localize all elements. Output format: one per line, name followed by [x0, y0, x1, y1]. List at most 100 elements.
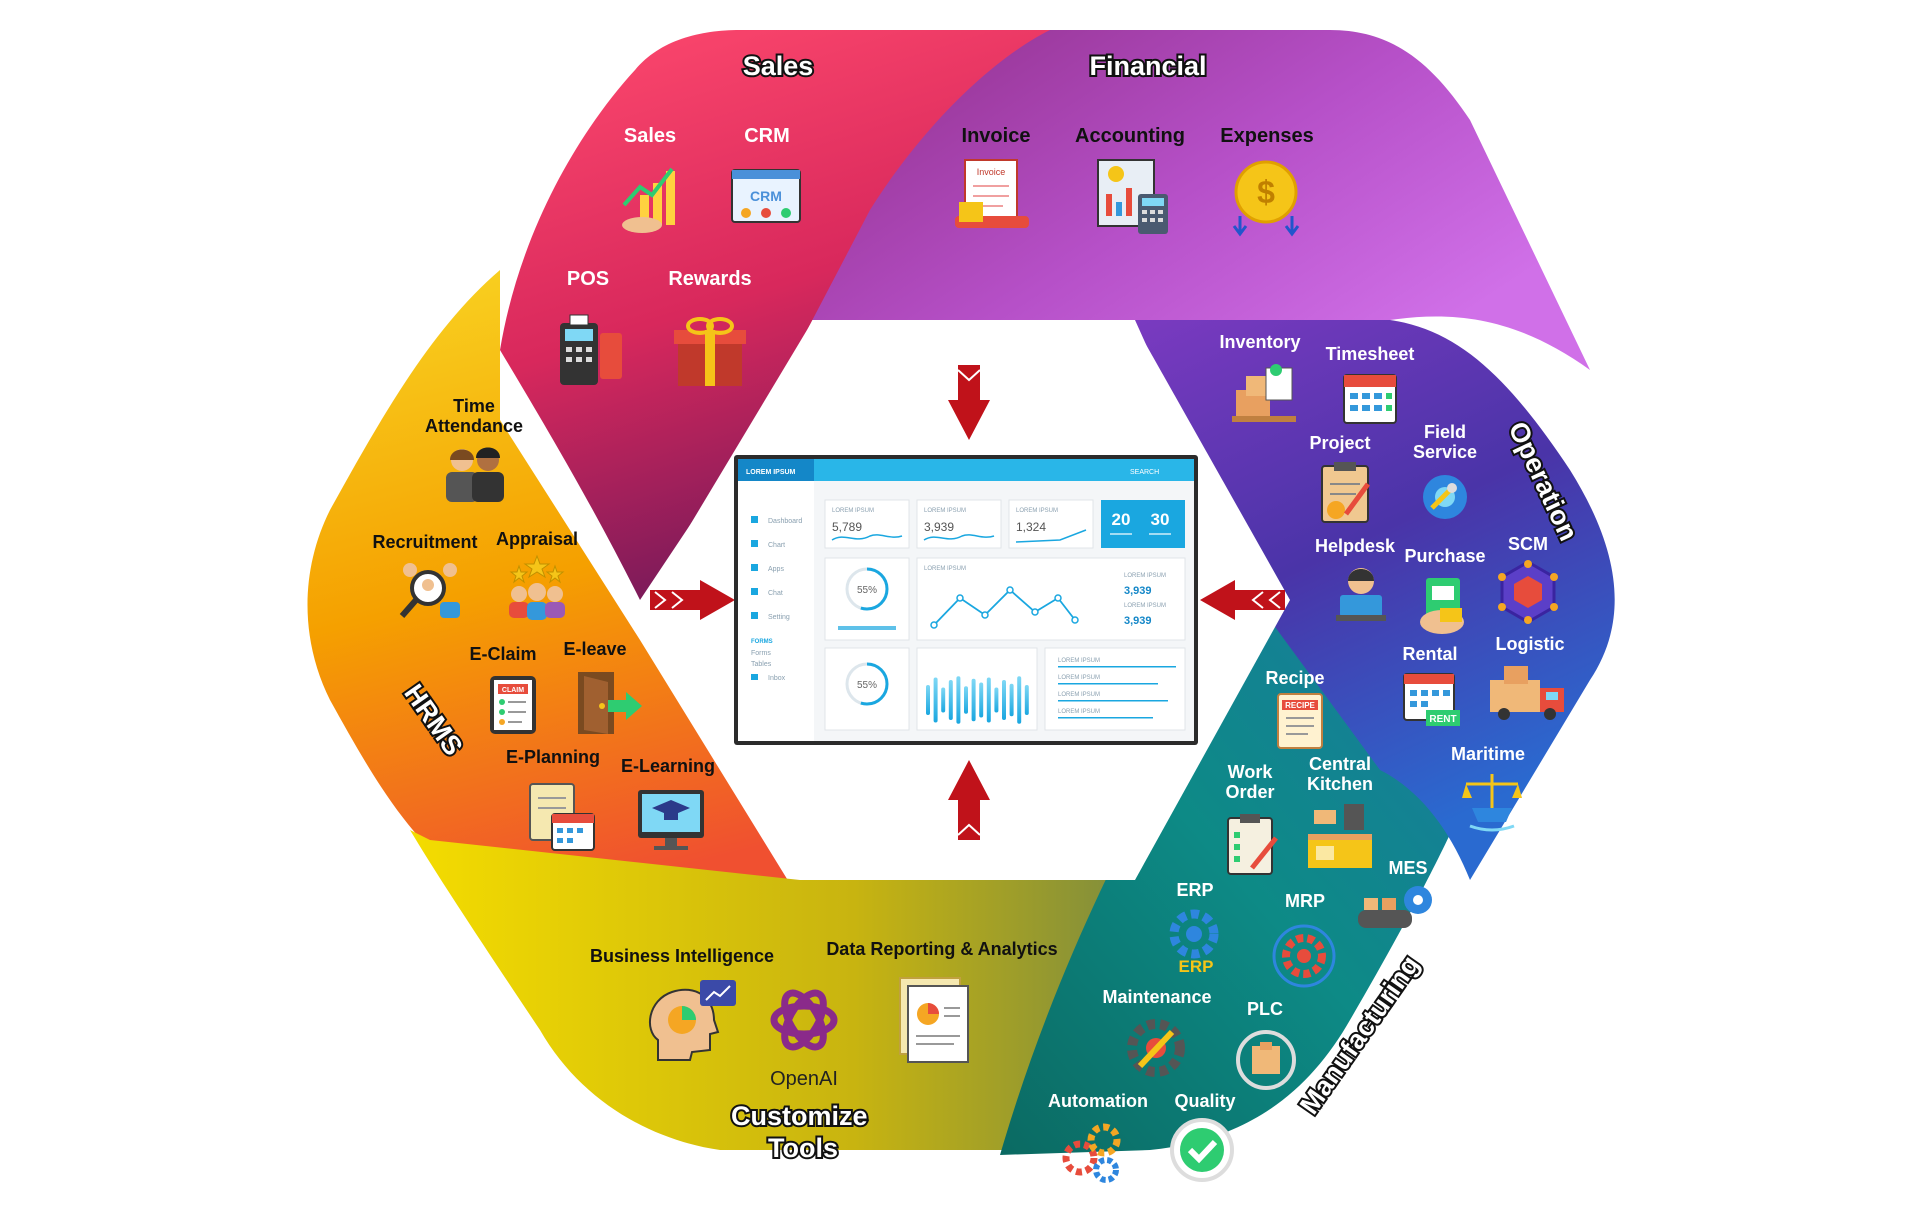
rewards-icon[interactable]: [674, 317, 746, 386]
logistic-icon[interactable]: [1490, 666, 1564, 720]
svg-text:5,789: 5,789: [832, 520, 862, 534]
dashboard-bar: [964, 686, 968, 714]
dashboard-bar: [948, 680, 953, 720]
module-maintenance-label: Maintenance: [1102, 987, 1211, 1007]
nav-apps[interactable]: Apps: [768, 566, 784, 573]
nav-chart[interactable]: Chart: [768, 542, 785, 549]
section-sales: Sales: [743, 51, 814, 81]
svg-text:CLAIM: CLAIM: [502, 687, 524, 694]
module-e-claim-label: E-Claim: [469, 644, 536, 664]
project-icon[interactable]: [1321, 462, 1371, 523]
dashboard-brand: LOREM IPSUM: [746, 469, 796, 476]
dashboard-mockup: LOREM IPSUM SEARCH Dashboard Chart Apps …: [734, 455, 1198, 745]
inventory-icon[interactable]: [1232, 364, 1296, 422]
forms-header: FORMS: [751, 639, 773, 645]
nav-dashboard[interactable]: Dashboard: [768, 518, 802, 525]
module-inventory-label: Inventory: [1219, 332, 1300, 352]
dashboard-search[interactable]: SEARCH: [1130, 469, 1159, 476]
svg-text:LOREM IPSUM: LOREM IPSUM: [1058, 692, 1100, 698]
svg-text:LOREM IPSUM: LOREM IPSUM: [924, 566, 966, 572]
e-planning-icon[interactable]: [529, 783, 595, 851]
svg-text:CRM: CRM: [750, 188, 782, 204]
arrow-right: [1200, 580, 1285, 620]
rental-icon[interactable]: RENT: [1403, 673, 1460, 726]
dashboard-bar: [956, 676, 961, 724]
module-e-learning-label: E-Learning: [621, 756, 715, 776]
recruitment-icon[interactable]: [399, 563, 460, 618]
svg-text:LOREM IPSUM: LOREM IPSUM: [1058, 675, 1100, 681]
e-leave-icon[interactable]: [578, 672, 642, 734]
svg-text:LOREM IPSUM: LOREM IPSUM: [1058, 658, 1100, 664]
stat-card-2: LOREM IPSUM 3,939: [916, 499, 1002, 549]
module-e-planning-label: E-Planning: [506, 747, 600, 767]
maritime-icon[interactable]: [1462, 774, 1522, 832]
dashboard-sidebar: Dashboard Chart Apps Chat Setting FORMS …: [751, 516, 802, 682]
svg-text:LOREM IPSUM: LOREM IPSUM: [924, 508, 966, 514]
scm-icon[interactable]: [1498, 560, 1558, 624]
nav-setting[interactable]: Setting: [768, 614, 790, 621]
automation-icon[interactable]: [1062, 1123, 1121, 1183]
plc-icon[interactable]: [1236, 1030, 1296, 1090]
timesheet-icon[interactable]: [1343, 374, 1397, 424]
openai-label: OpenAI: [770, 1068, 838, 1090]
module-recruitment-label: Recruitment: [372, 532, 477, 552]
module-e-leave-label: E-leave: [563, 639, 626, 659]
appraisal-icon[interactable]: [509, 554, 565, 620]
invoice-icon[interactable]: Invoice: [955, 159, 1029, 228]
nav-chat[interactable]: Chat: [768, 590, 783, 597]
nav-inbox[interactable]: Inbox: [768, 675, 786, 682]
module-project-label: Project: [1309, 433, 1370, 453]
openai-logo: [770, 989, 838, 1051]
gauge-card-bottom: 55%: [824, 647, 910, 731]
maintenance-icon[interactable]: [1127, 1019, 1185, 1077]
pos-icon[interactable]: [560, 314, 622, 385]
gauge-card-top: 55%: [824, 557, 910, 641]
erp-icon[interactable]: ERP: [1169, 909, 1219, 976]
module-plc-label: PLC: [1247, 999, 1283, 1019]
svg-text:55%: 55%: [857, 680, 877, 691]
mes-icon[interactable]: [1358, 886, 1432, 928]
module-quality-label: Quality: [1174, 1091, 1235, 1111]
svg-text:55%: 55%: [857, 585, 877, 596]
dashboard-bar: [941, 687, 946, 713]
accounting-icon[interactable]: [1097, 159, 1168, 234]
dashboard-bar: [933, 677, 938, 723]
central-kitchen-icon[interactable]: [1308, 804, 1372, 868]
module-erp-label: ERP: [1176, 880, 1213, 900]
module-rental-label: Rental: [1402, 644, 1457, 664]
svg-text:RECIPE: RECIPE: [1285, 701, 1315, 710]
mrp-icon[interactable]: [1272, 924, 1336, 988]
svg-text:1,324: 1,324: [1016, 520, 1046, 534]
data-reporting-icon[interactable]: [899, 977, 969, 1063]
helpdesk-icon[interactable]: [1336, 568, 1386, 621]
sales-icon[interactable]: [622, 167, 675, 233]
module-mrp-label: MRP: [1285, 891, 1325, 911]
dashboard-bar: [1017, 676, 1022, 724]
nav-forms[interactable]: Forms: [751, 650, 771, 657]
time-attendance-icon[interactable]: [446, 447, 504, 503]
purchase-icon[interactable]: [1420, 578, 1464, 634]
svg-text:LOREM IPSUM: LOREM IPSUM: [1124, 573, 1166, 579]
expenses-icon[interactable]: $: [1232, 160, 1300, 237]
dashboard-bar: [971, 678, 976, 722]
field-service-icon[interactable]: [1423, 475, 1467, 519]
recipe-icon[interactable]: RECIPE: [1277, 693, 1323, 749]
customize-segment: [410, 830, 1150, 1150]
crm-icon[interactable]: CRM: [731, 169, 801, 223]
section-financial: Financial: [1089, 51, 1206, 81]
e-learning-icon[interactable]: [638, 790, 704, 850]
svg-text:LOREM IPSUM: LOREM IPSUM: [832, 508, 874, 514]
dashboard-bar: [1024, 685, 1029, 715]
e-claim-icon[interactable]: CLAIM: [490, 676, 536, 734]
dashboard-bar: [979, 682, 984, 718]
business-intelligence-icon[interactable]: [649, 980, 736, 1061]
quality-icon[interactable]: [1170, 1118, 1234, 1182]
nav-tables[interactable]: Tables: [751, 661, 772, 668]
module-sales-label: Sales: [624, 125, 676, 147]
svg-text:3,939: 3,939: [924, 520, 954, 534]
module-recipe-label: Recipe: [1265, 668, 1324, 688]
module-bi-label: Business Intelligence: [590, 946, 774, 966]
work-order-icon[interactable]: [1227, 814, 1278, 875]
arrow-top: [948, 365, 990, 440]
